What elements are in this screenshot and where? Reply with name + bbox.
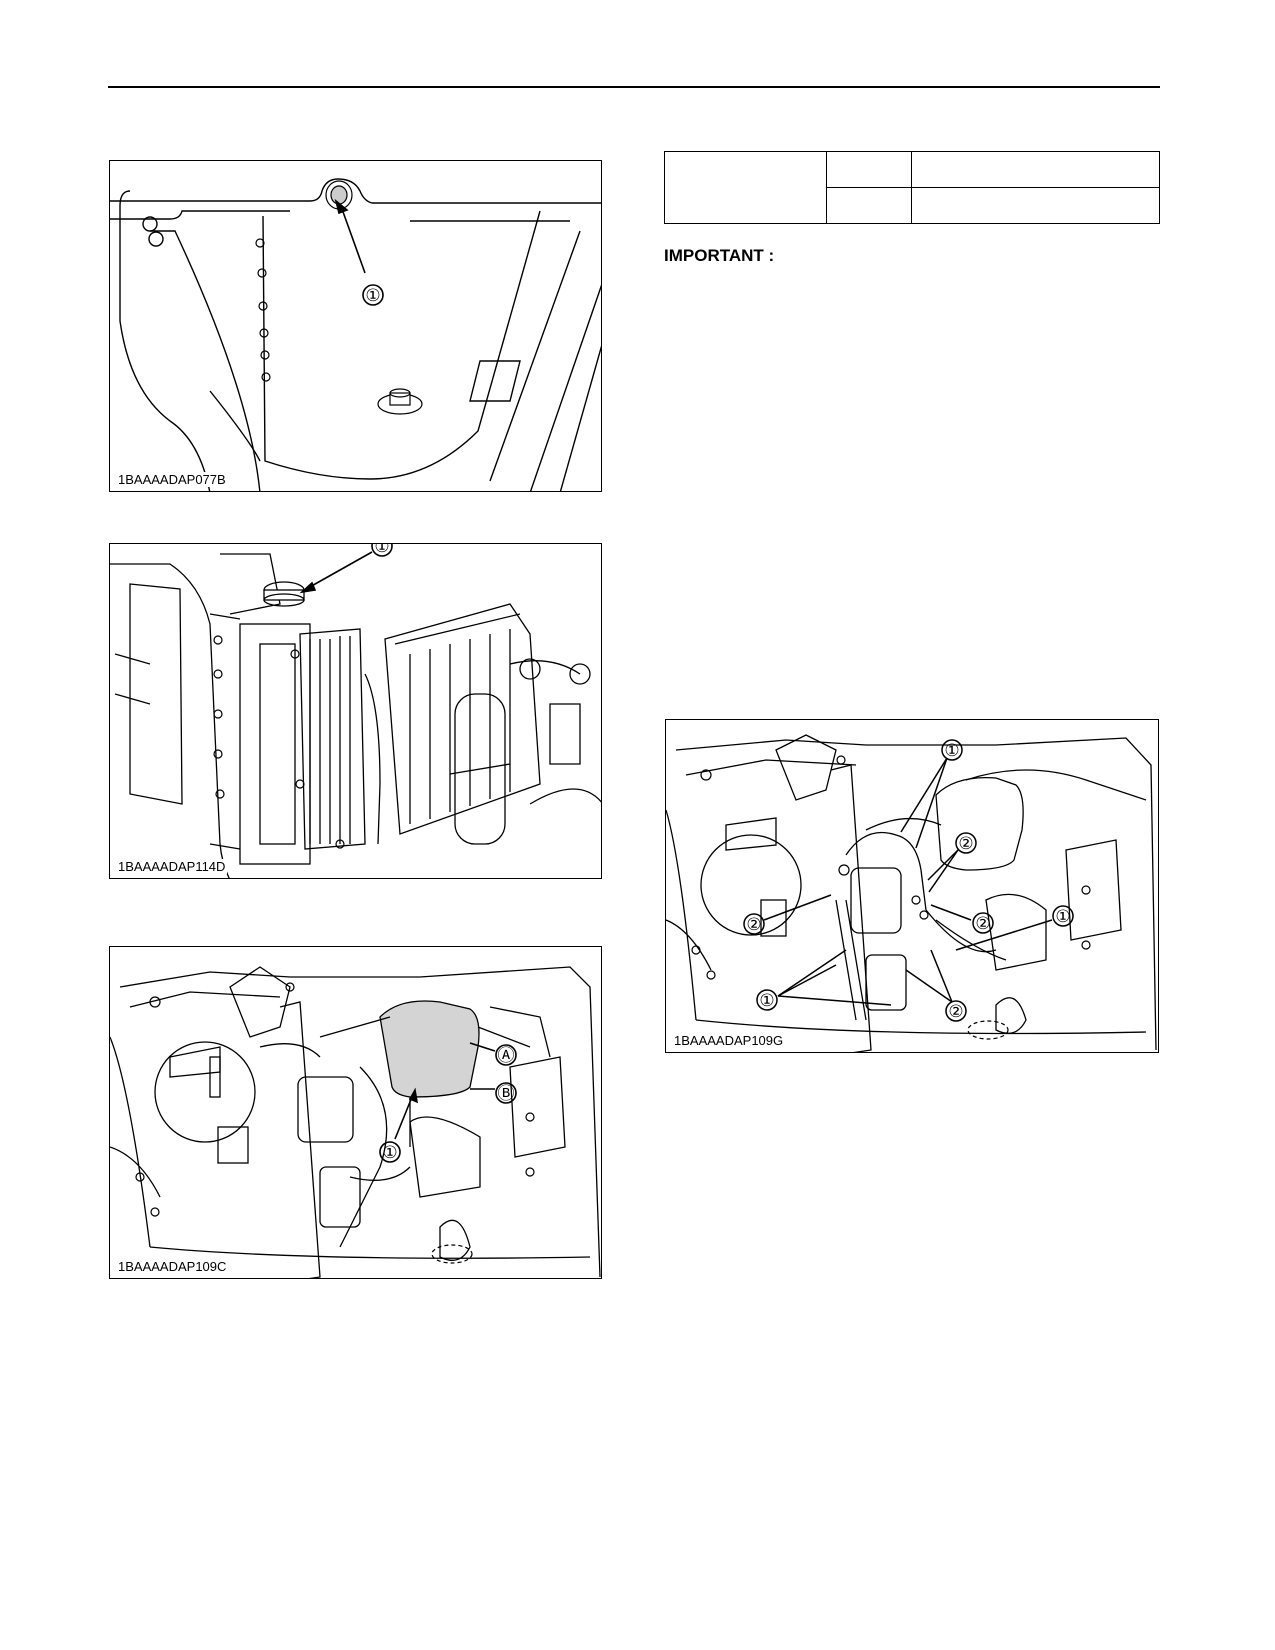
callout-b: Ⓑ (498, 1084, 515, 1103)
important-heading: IMPORTANT : (664, 246, 775, 265)
callout-1: ① (382, 1143, 397, 1162)
illustration-engine-compartment: Ⓐ Ⓑ ① (110, 966, 601, 1278)
figure-radiator: ① 1BAAAADAP114D (109, 543, 602, 879)
figure-code: 1BAAAADAP109G (672, 1033, 786, 1048)
callout-2-left: ② (746, 915, 761, 934)
callout-2-mid: ② (975, 914, 990, 933)
figure-code: 1BAAAADAP077B (116, 472, 228, 487)
figure-code: 1BAAAADAP114D (116, 859, 228, 874)
callout-1: ① (365, 286, 380, 305)
spec-cell (826, 151, 912, 188)
figure-engine-compartment-tank: Ⓐ Ⓑ ① 1BAAAADAP109C (109, 946, 602, 1279)
callout-2-upper: ② (958, 834, 973, 853)
callout-1-bottom: ① (759, 991, 774, 1010)
callout-1: ① (374, 544, 389, 556)
spec-value-cell (911, 187, 1160, 224)
illustration-radiator: ① (110, 544, 601, 878)
spec-value-cell (911, 151, 1160, 188)
figure-code: 1BAAAADAP109C (116, 1259, 229, 1274)
callout-1-right: ① (1055, 907, 1070, 926)
callout-1-top: ① (944, 741, 959, 760)
header-rule (108, 86, 1160, 88)
callout-a: Ⓐ (498, 1046, 515, 1065)
spec-table (664, 151, 1160, 224)
spec-item-cell (664, 151, 827, 224)
figure-fuel-tank-plug: ① 1BAAAADAP077B (109, 160, 602, 492)
illustration-fuel-tank: ① (110, 178, 601, 491)
callout-2-bottom: ② (948, 1002, 963, 1021)
spec-cell (826, 187, 912, 224)
illustration-fuel-hoses: ① ② ② ② ① ① ② (666, 734, 1157, 1052)
figure-fuel-hoses: ① ② ② ② ① ① ② 1BAAAADAP109G (665, 719, 1159, 1053)
